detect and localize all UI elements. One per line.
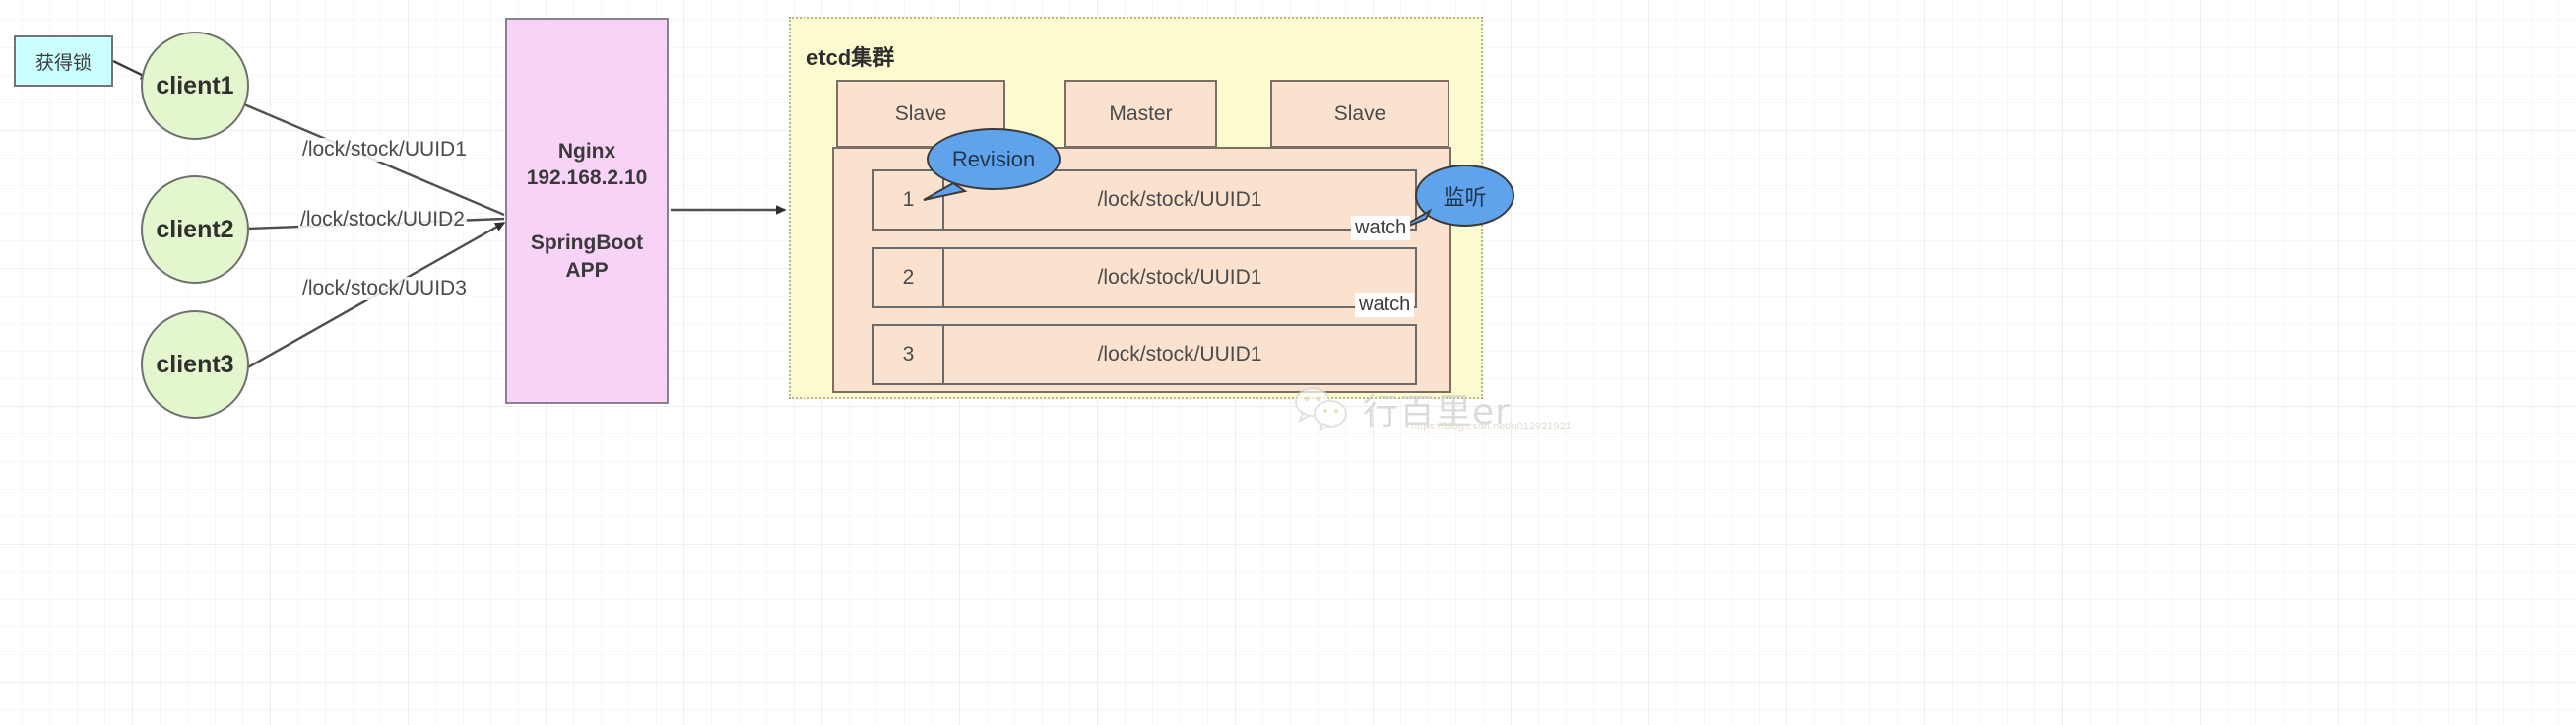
watermark-text: 行百里er	[1363, 392, 1511, 432]
edge-label-uuid2: /lock/stock/UUID2	[298, 208, 467, 231]
etcd-node-label: Master	[1109, 101, 1173, 125]
revision-key: /lock/stock/UUID1	[1097, 266, 1262, 289]
client-label: client1	[156, 71, 234, 99]
listen-callout[interactable]: 监听	[1415, 165, 1514, 227]
wechat-icon	[1295, 387, 1347, 432]
client-node-client1[interactable]: client1	[141, 32, 249, 140]
etcd-cluster-container[interactable]: etcd集群 Slave Master Slave 1 /lock/stock/…	[789, 17, 1483, 399]
etcd-node-slave2[interactable]: Slave	[1270, 80, 1449, 148]
revision-table-panel: 1 /lock/stock/UUID1 2 /lock/stock/UUID1 …	[832, 147, 1451, 393]
gateway-name: Nginx	[557, 139, 616, 163]
revision-row[interactable]: 2 /lock/stock/UUID1	[872, 247, 1417, 308]
etcd-node-label: Slave	[894, 101, 947, 125]
edge-label-uuid3: /lock/stock/UUID3	[300, 277, 469, 300]
revision-index: 3	[874, 326, 944, 383]
etcd-node-label: Slave	[1333, 101, 1386, 125]
acquire-lock-label: 获得锁	[34, 52, 92, 74]
revision-key: /lock/stock/UUID1	[1097, 188, 1262, 211]
revision-index: 1	[874, 171, 944, 229]
listen-callout-label: 监听	[1443, 184, 1487, 210]
acquire-lock-box[interactable]: 获得锁	[14, 35, 113, 87]
gateway-app-line2: APP	[565, 258, 609, 282]
watermark: 行百里er	[1293, 378, 1549, 439]
revision-key: /lock/stock/UUID1	[1097, 343, 1262, 365]
etcd-cluster-title: etcd集群	[806, 45, 895, 70]
gateway-node[interactable]: Nginx 192.168.2.10 SpringBoot APP	[505, 18, 669, 404]
edge-label-uuid1: /lock/stock/UUID1	[300, 138, 469, 162]
client-label: client3	[156, 350, 234, 378]
watch-label-2: watch	[1355, 293, 1415, 317]
gateway-ip: 192.168.2.10	[526, 166, 648, 190]
etcd-node-master[interactable]: Master	[1064, 80, 1217, 148]
watermark-url: https://blog.csdn.net/u012921921	[1411, 421, 1572, 432]
watch-label-1: watch	[1351, 216, 1411, 240]
revision-callout-label: Revision	[951, 146, 1036, 171]
revision-index: 2	[874, 249, 944, 306]
client-node-client2[interactable]: client2	[141, 175, 249, 284]
gateway-app-line1: SpringBoot	[530, 231, 644, 254]
client-label: client2	[156, 215, 234, 243]
client-node-client3[interactable]: client3	[141, 310, 249, 419]
revision-row[interactable]: 3 /lock/stock/UUID1	[872, 324, 1417, 385]
revision-callout[interactable]: Revision	[927, 128, 1061, 190]
